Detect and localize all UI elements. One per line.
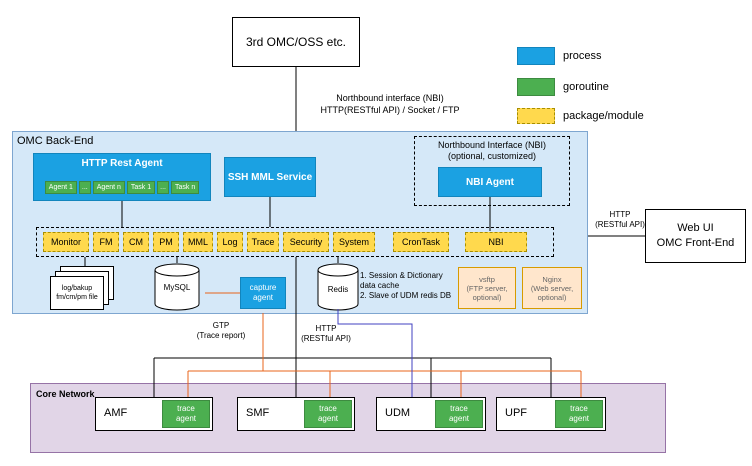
- udm-trace-agent: trace agent: [435, 400, 483, 428]
- task-n-chip: Task n: [170, 181, 200, 194]
- modules-row: Monitor FM CM PM MML Log Trace Security …: [36, 227, 554, 257]
- amf-trace-agent: trace agent: [162, 400, 210, 428]
- redis-db: Redis: [317, 263, 359, 311]
- mysql-cylinder-icon: [154, 263, 200, 311]
- legend-process-label: process: [563, 50, 602, 62]
- task-1-chip: Task 1: [126, 181, 156, 194]
- external-omc-oss-label: 3rd OMC/OSS etc.: [245, 35, 347, 49]
- smf-label: SMF: [246, 407, 270, 419]
- nbi-section-box: Northbound Interface (NBI) (optional, cu…: [414, 136, 570, 206]
- module-pm: PM: [153, 232, 179, 252]
- agent-n-chip: Agent n: [92, 181, 125, 194]
- nginx-box: Nginx (Web server, optional): [522, 267, 582, 309]
- nbi-section-title: Northbound Interface (NBI) (optional, cu…: [437, 140, 547, 161]
- module-trace: Trace: [247, 232, 279, 252]
- core-node-udm: UDM trace agent: [376, 397, 486, 431]
- redis-cylinder-icon: [317, 263, 359, 311]
- legend-process-swatch: [517, 47, 555, 65]
- smf-trace-agent: trace agent: [304, 400, 352, 428]
- mysql-db: MySQL: [154, 263, 200, 311]
- http-rest-agent-box: HTTP Rest Agent Agent 1 ... Agent n Task…: [33, 153, 211, 201]
- mysql-label: MySQL: [163, 283, 191, 292]
- legend-goroutine-label: goroutine: [563, 81, 609, 93]
- log-files-icon: log/bakup fm/cm/pm file: [50, 266, 116, 312]
- core-node-upf: UPF trace agent: [496, 397, 606, 431]
- http-rest-agent-children: Agent 1 ... Agent n Task 1 ... Task n: [38, 181, 206, 194]
- legend-goroutine-swatch: [517, 78, 555, 96]
- upf-label: UPF: [505, 407, 527, 419]
- ssh-mml-service-box: SSH MML Service: [224, 157, 316, 197]
- module-fm: FM: [93, 232, 119, 252]
- module-log: Log: [217, 232, 243, 252]
- amf-label: AMF: [104, 407, 128, 419]
- capture-agent-box: capture agent: [240, 277, 286, 309]
- core-network-title: Core Network: [36, 389, 95, 399]
- module-cm: CM: [123, 232, 149, 252]
- legend-package-label: package/module: [563, 110, 644, 122]
- http-restful-right-label: HTTP (RESTful API): [595, 210, 645, 229]
- module-system: System: [333, 232, 375, 252]
- ssh-mml-service-label: SSH MML Service: [227, 171, 313, 183]
- nbi-agent-label: NBI Agent: [466, 176, 514, 188]
- module-crontask: CronTask: [393, 232, 449, 252]
- module-monitor: Monitor: [43, 232, 89, 252]
- http-mid-label: HTTP (RESTful API): [301, 324, 351, 343]
- nbi-interface-note: Northbound interface (NBI) HTTP(RESTful …: [320, 93, 460, 115]
- file-sheet-front: log/bakup fm/cm/pm file: [50, 276, 104, 310]
- gtp-trace-label: GTP (Trace report): [196, 321, 246, 340]
- upf-trace-agent: trace agent: [555, 400, 603, 428]
- http-rest-agent-title: HTTP Rest Agent: [81, 158, 163, 169]
- vsftp-box: vsftp (FTP server, optional): [458, 267, 516, 309]
- module-security: Security: [283, 232, 329, 252]
- agent-ellipsis-chip: ...: [78, 181, 91, 194]
- task-ellipsis-chip: ...: [157, 181, 169, 194]
- webui-frontend-box: Web UI OMC Front-End: [645, 209, 746, 263]
- module-mml: MML: [183, 232, 213, 252]
- module-nbi: NBI: [465, 232, 527, 252]
- agent-1-chip: Agent 1: [44, 181, 77, 194]
- core-node-amf: AMF trace agent: [95, 397, 213, 431]
- omc-backend-title: OMC Back-End: [17, 135, 94, 147]
- external-omc-oss-box: 3rd OMC/OSS etc.: [232, 17, 360, 67]
- redis-label: Redis: [327, 285, 349, 294]
- redis-note: 1. Session & Dictionary data cache 2. Sl…: [360, 271, 452, 300]
- legend-package-swatch: [517, 108, 555, 124]
- core-node-smf: SMF trace agent: [237, 397, 355, 431]
- nbi-agent-box: NBI Agent: [438, 167, 542, 197]
- udm-label: UDM: [385, 407, 411, 419]
